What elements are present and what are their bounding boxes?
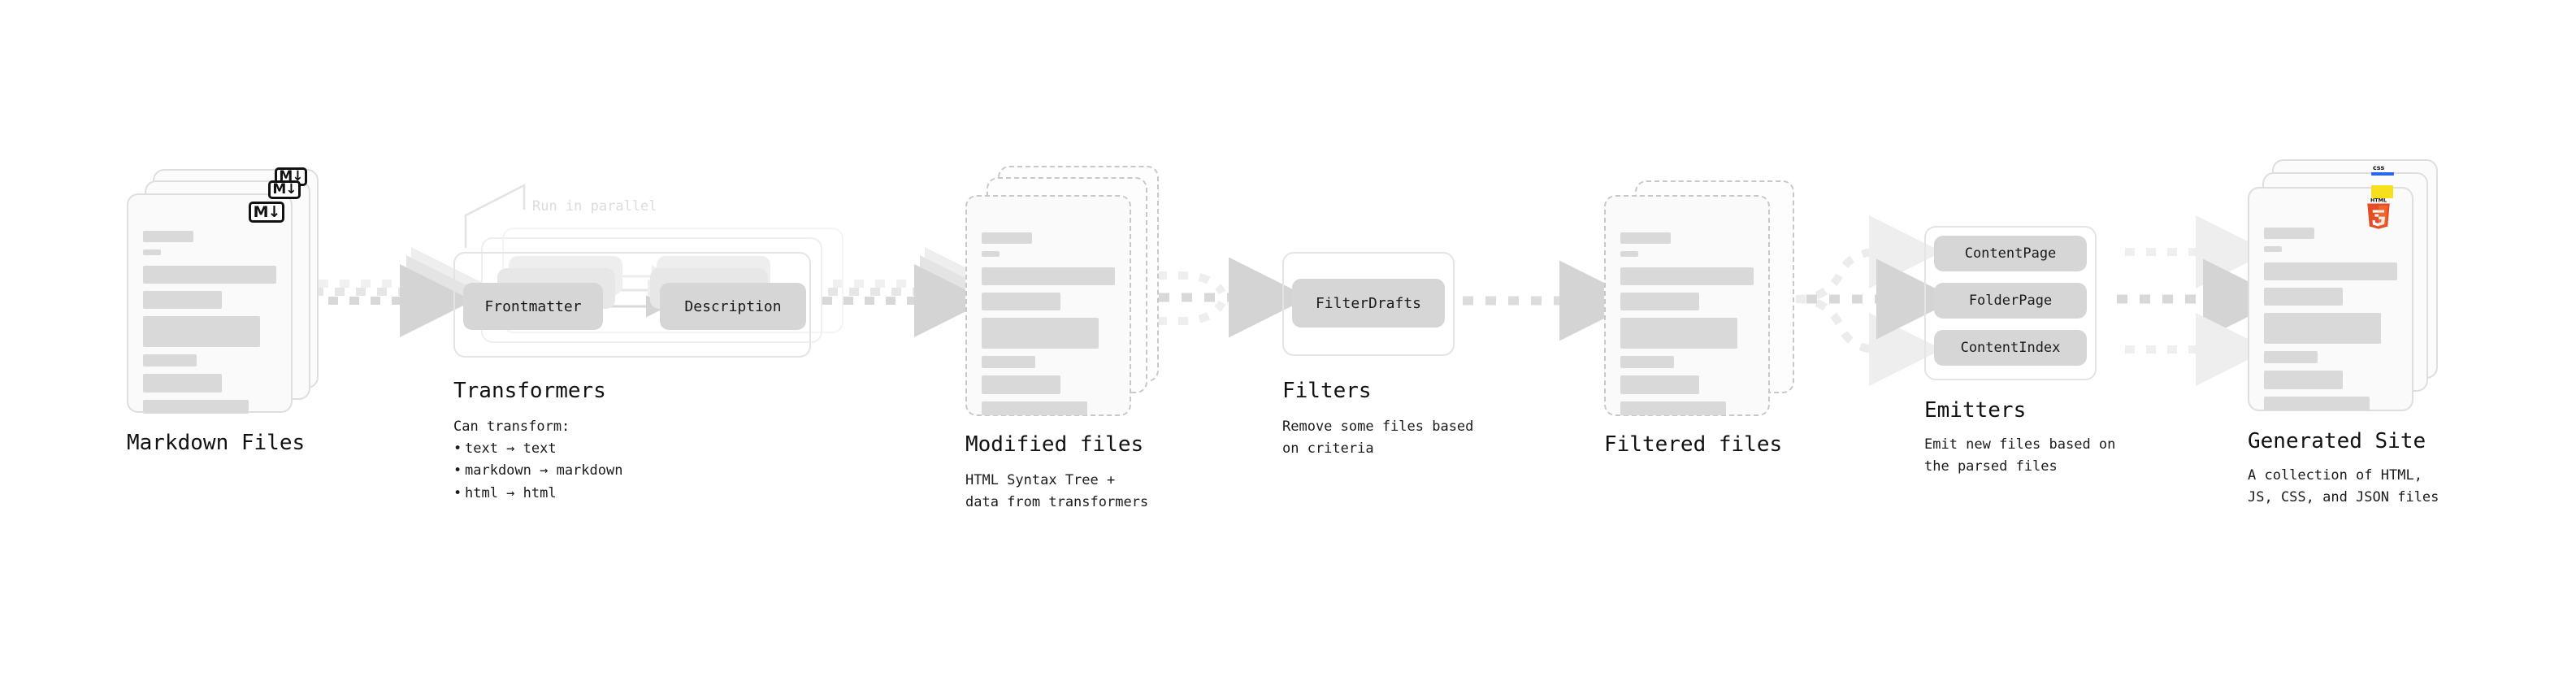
html5-shield-svg: HTML — [2367, 197, 2390, 229]
content-bar — [1620, 401, 1726, 415]
modified-card-content — [982, 232, 1115, 423]
emitters-subtitle: Emit new files based on the parsed files — [1924, 436, 2116, 475]
filters-chip-filterdrafts[interactable]: FilterDrafts — [1292, 279, 1445, 327]
emitters-chip-contentpage[interactable]: ContentPage — [1934, 236, 2087, 271]
content-bar — [982, 318, 1099, 349]
content-bar — [982, 293, 1060, 310]
modified-card-front — [965, 195, 1131, 416]
filters-subtitle: Remove some files based on criteria — [1282, 419, 1474, 458]
content-bar — [2264, 397, 2370, 410]
content-bar — [143, 291, 222, 309]
generated-site-title: Generated Site — [2248, 429, 2426, 453]
emitters-box — [1924, 226, 2097, 380]
filtered-card-front — [1604, 195, 1770, 416]
content-bar — [1620, 251, 1638, 257]
markdown-badge-text: M↓ — [253, 202, 281, 221]
content-bar — [1620, 232, 1671, 244]
chip-label: ContentIndex — [1960, 340, 2061, 356]
content-bar — [2264, 262, 2397, 280]
run-in-parallel-label: Run in parallel — [532, 198, 657, 215]
markdown-badge-text: M↓ — [279, 168, 303, 184]
bullet-item: html → html — [453, 483, 622, 505]
content-bar — [143, 374, 222, 393]
content-bar — [982, 232, 1032, 244]
transformer-chip-frontmatter[interactable]: Frontmatter — [463, 283, 603, 330]
arrow-filtered-to-emitters — [1784, 215, 1957, 386]
emitters-title: Emitters — [1924, 398, 2027, 423]
markdown-card-front — [127, 193, 293, 414]
content-bar — [2264, 228, 2314, 239]
content-bar — [982, 401, 1087, 415]
modified-files-title: Modified files — [965, 432, 1144, 457]
transformers-bullets: Can transform: text → text markdown → ma… — [453, 416, 622, 505]
content-bar — [2264, 371, 2343, 389]
content-bar — [1620, 267, 1754, 285]
content-bar — [982, 267, 1115, 285]
content-bar — [1620, 356, 1674, 368]
transformers-lead: Can transform: — [453, 419, 570, 435]
content-bar — [982, 356, 1035, 368]
chip-label: FilterDrafts — [1315, 294, 1422, 312]
filters-title: Filters — [1282, 379, 1372, 403]
markdown-badge-back-1: M↓ — [268, 180, 301, 199]
filtered-card-content — [1620, 232, 1754, 423]
arrow-markdown-to-transformers — [307, 247, 484, 337]
content-bar — [2264, 246, 2282, 252]
arrow-emitters-to-site — [2117, 215, 2283, 386]
chip-label: FolderPage — [1968, 293, 2053, 309]
bullet-item: text → text — [453, 438, 622, 460]
filtered-files-title: Filtered files — [1604, 432, 1783, 457]
generated-card-content — [2264, 228, 2397, 418]
transformer-box-front — [453, 252, 811, 358]
content-bar — [143, 266, 276, 284]
content-bar — [143, 354, 197, 367]
chip-label: Description — [684, 297, 782, 315]
html5-icon: HTML — [2363, 195, 2394, 232]
modified-files-subtitle: HTML Syntax Tree + data from transformer… — [965, 472, 1149, 511]
content-bar — [1620, 375, 1699, 394]
content-bar — [982, 251, 1000, 257]
content-bar — [982, 375, 1060, 394]
chip-label: ContentPage — [1964, 245, 2057, 262]
generated-site-subtitle: A collection of HTML, JS, CSS, and JSON … — [2248, 467, 2439, 506]
content-bar — [2264, 313, 2382, 344]
content-bar — [1620, 293, 1699, 310]
content-bar — [143, 400, 249, 414]
markdown-badge-front: M↓ — [249, 202, 284, 223]
content-bar — [2264, 351, 2318, 363]
content-bar — [2264, 288, 2343, 306]
emitters-chip-folderpage[interactable]: FolderPage — [1934, 283, 2087, 319]
filters-box — [1282, 252, 1455, 356]
bullet-item: markdown → markdown — [453, 460, 622, 482]
markdown-card-content — [143, 231, 276, 421]
transformers-title: Transformers — [453, 379, 606, 403]
content-bar — [143, 316, 261, 347]
markdown-files-title: Markdown Files — [127, 431, 306, 455]
js-badge — [2371, 185, 2393, 198]
emitters-chip-contentindex[interactable]: ContentIndex — [1934, 330, 2087, 366]
chip-label: Frontmatter — [484, 297, 582, 315]
css-badge-label: css — [2373, 164, 2385, 171]
css-badge — [2371, 172, 2394, 176]
transformers-bullet-list: text → text markdown → markdown html → h… — [453, 438, 622, 505]
markdown-badge-text: M↓ — [272, 181, 297, 197]
content-bar — [143, 231, 193, 242]
svg-text:HTML: HTML — [2370, 197, 2387, 203]
content-bar — [143, 249, 161, 255]
transformer-chip-description[interactable]: Description — [660, 283, 806, 330]
content-bar — [1620, 318, 1738, 349]
